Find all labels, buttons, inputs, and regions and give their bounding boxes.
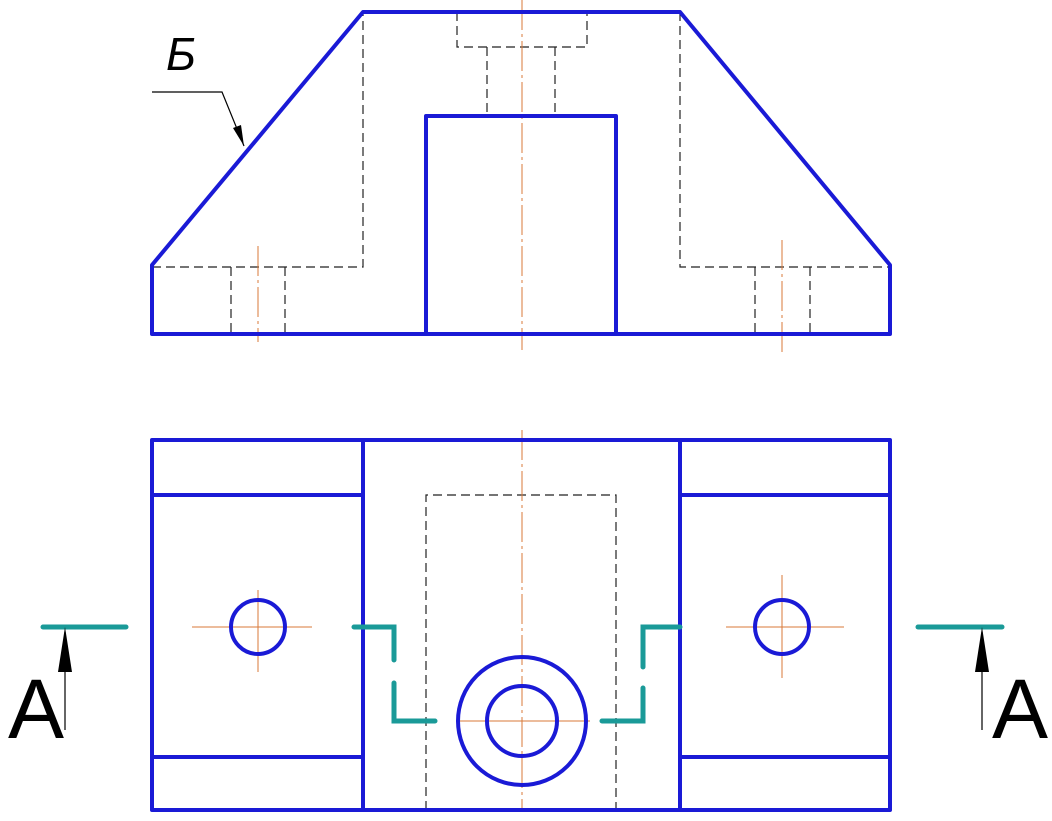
boss-outer-circle [456, 655, 588, 787]
view-b-label: Б [166, 28, 196, 80]
right-mounting-hole [753, 598, 811, 656]
top-view: A A [8, 430, 1048, 812]
hidden-left-pocket [152, 12, 364, 268]
base-plate-outline [150, 438, 892, 812]
section-left-step-lower [391, 680, 438, 724]
front-view-center-lines [257, 0, 783, 352]
view-b-leader: Б [152, 28, 245, 147]
section-plane-a [40, 624, 1005, 724]
front-view-outline [150, 10, 892, 336]
section-right-step-lower [599, 685, 646, 724]
section-label-left: A [8, 662, 64, 756]
front-view: Б [150, 0, 892, 352]
top-view-center-lines [192, 430, 844, 812]
central-rectangular-slot [424, 114, 618, 336]
front-view-hidden-lines [152, 12, 890, 334]
top-view-hidden-lines [425, 494, 617, 810]
hidden-slot-rectangle [425, 494, 617, 810]
section-label-right: A [992, 662, 1048, 756]
right-arrow-head [975, 627, 989, 672]
top-view-outline [150, 438, 892, 812]
leader-line [152, 91, 245, 147]
section-right-step-upper [640, 624, 683, 670]
trapezoid-body-outline [150, 10, 892, 336]
section-arrows: A A [8, 627, 1048, 756]
section-left-step-upper [351, 624, 397, 663]
left-arrow-head [58, 627, 72, 672]
leader-arrow-head [233, 125, 244, 146]
hidden-right-pocket [679, 12, 890, 268]
boss-inner-circle [485, 684, 559, 758]
left-mounting-hole [229, 598, 287, 656]
